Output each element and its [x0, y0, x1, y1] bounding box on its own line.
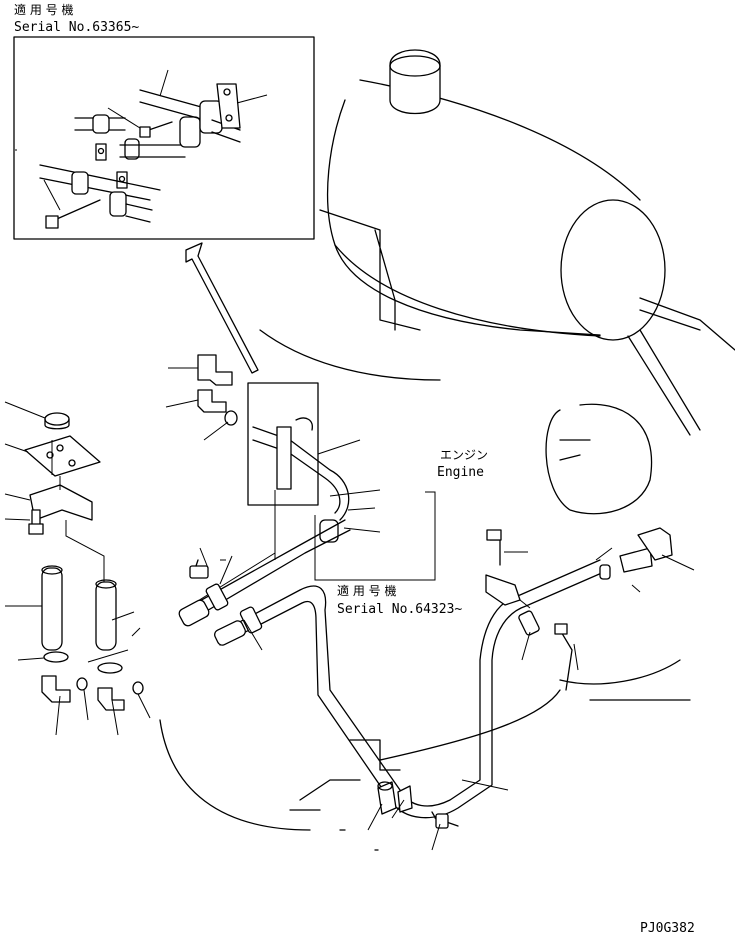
- detail-inset-box: [13, 36, 315, 240]
- engine-label-en: Engine: [437, 465, 484, 480]
- bottom-parts: [367, 779, 509, 851]
- center-left-clamps: [131, 547, 263, 651]
- machine-outline: [159, 329, 691, 851]
- main-pipes: [178, 519, 673, 819]
- tee-fittings: [165, 354, 238, 441]
- left-parts: [4, 401, 151, 736]
- middle-serial-label: Serial No.64323~: [337, 602, 462, 617]
- tank: [319, 49, 735, 436]
- top-applicable-label: 適 用 号 機: [14, 2, 73, 17]
- serial-box: [314, 491, 436, 581]
- center-leaders: [317, 439, 381, 533]
- drawing-code: PJ0G382: [640, 921, 695, 936]
- engine-label-jp: エンジン: [440, 448, 488, 462]
- center-box: [179, 382, 350, 613]
- middle-applicable-label: 適 用 号 機: [337, 583, 396, 598]
- right-small-parts: [485, 529, 695, 691]
- top-serial-label: Serial No.63365~: [14, 20, 139, 35]
- detail-arrow: [185, 242, 259, 374]
